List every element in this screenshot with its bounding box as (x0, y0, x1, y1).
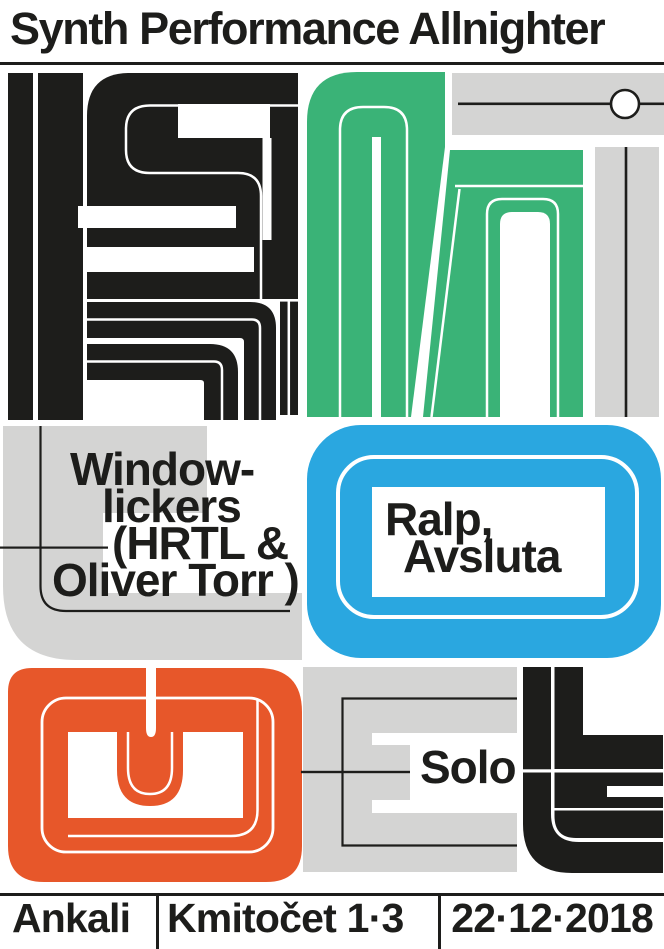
l-top-block (3, 426, 207, 513)
orange-top-slot (146, 668, 156, 737)
l-hairline-corner (39, 426, 290, 613)
glyph-bottom-black-t (523, 667, 663, 873)
orange-bowl-hairline (126, 732, 174, 796)
footer-venue: Ankali (12, 895, 131, 941)
glyph-top-green-m (307, 72, 583, 418)
k-channel-right (262, 138, 272, 240)
i-line-horizontal (458, 102, 664, 106)
k-slot-top (178, 104, 270, 138)
act1-line2: lickers (102, 480, 242, 532)
k-arm-upper (87, 302, 276, 420)
footer-separator-2 (438, 896, 441, 949)
e-crossline (301, 770, 410, 774)
k-slot-mid-2 (87, 247, 254, 272)
footer-separator-1 (156, 896, 159, 949)
m-hairline-arch-left (338, 105, 409, 417)
act1-line1: Window- (70, 443, 255, 495)
k-hairline-s (124, 104, 298, 299)
footer-event: Kmitočet 1·3 (167, 895, 404, 941)
e-slot-center (410, 745, 517, 800)
m-cutout-right (500, 212, 550, 417)
orange-inner-hairline (68, 698, 259, 838)
t-arm-top (554, 735, 663, 769)
node-circle-icon (609, 88, 641, 120)
k-bar-1 (8, 73, 33, 420)
o-blue-hairline (336, 455, 639, 619)
glyph-top-right-gray-i (452, 73, 664, 417)
e-slot-lower (372, 800, 517, 813)
act2-line1: Ralp, (385, 493, 493, 545)
e-slot-upper (372, 733, 517, 745)
l-crossline (0, 546, 108, 549)
orange-hairline-frame (40, 696, 275, 854)
glyph-top-left-black-k (8, 73, 298, 420)
glyph-mid-left-gray-l (0, 426, 302, 660)
m-slot-left (372, 137, 381, 417)
footer-rule (0, 893, 664, 896)
glyph-mid-blue-o (307, 425, 661, 658)
k-hairline-arm-upper (87, 318, 262, 420)
act1-line4: Oliver Torr ) (52, 554, 300, 606)
header-rule (0, 62, 664, 65)
act3-label: Solo (420, 741, 517, 793)
t-slot-right (607, 786, 663, 797)
k-bar-2 (38, 73, 83, 420)
glyph-bottom-gray-e (301, 667, 517, 872)
page-title: Synth Performance Allnighter (10, 3, 606, 54)
k-hairline-arm-lower (87, 360, 224, 420)
m-hairline-diagonal (430, 188, 461, 418)
glyph-bottom-orange-o (8, 668, 302, 882)
k-arm-lower (87, 344, 238, 420)
i-line-vertical (624, 147, 628, 417)
k-slot-mid-1 (78, 206, 236, 228)
t-arm-low (554, 810, 663, 838)
act1-line3: (HRTL & (112, 517, 289, 569)
k-gap-block-arm (87, 299, 298, 302)
act2-line2: Avsluta (403, 530, 561, 582)
footer-date: 22·12·2018 (451, 895, 654, 941)
m-hairline-arch-right (485, 197, 560, 417)
o-blue-label-panel (372, 487, 605, 597)
t-crossline-white (523, 769, 663, 773)
